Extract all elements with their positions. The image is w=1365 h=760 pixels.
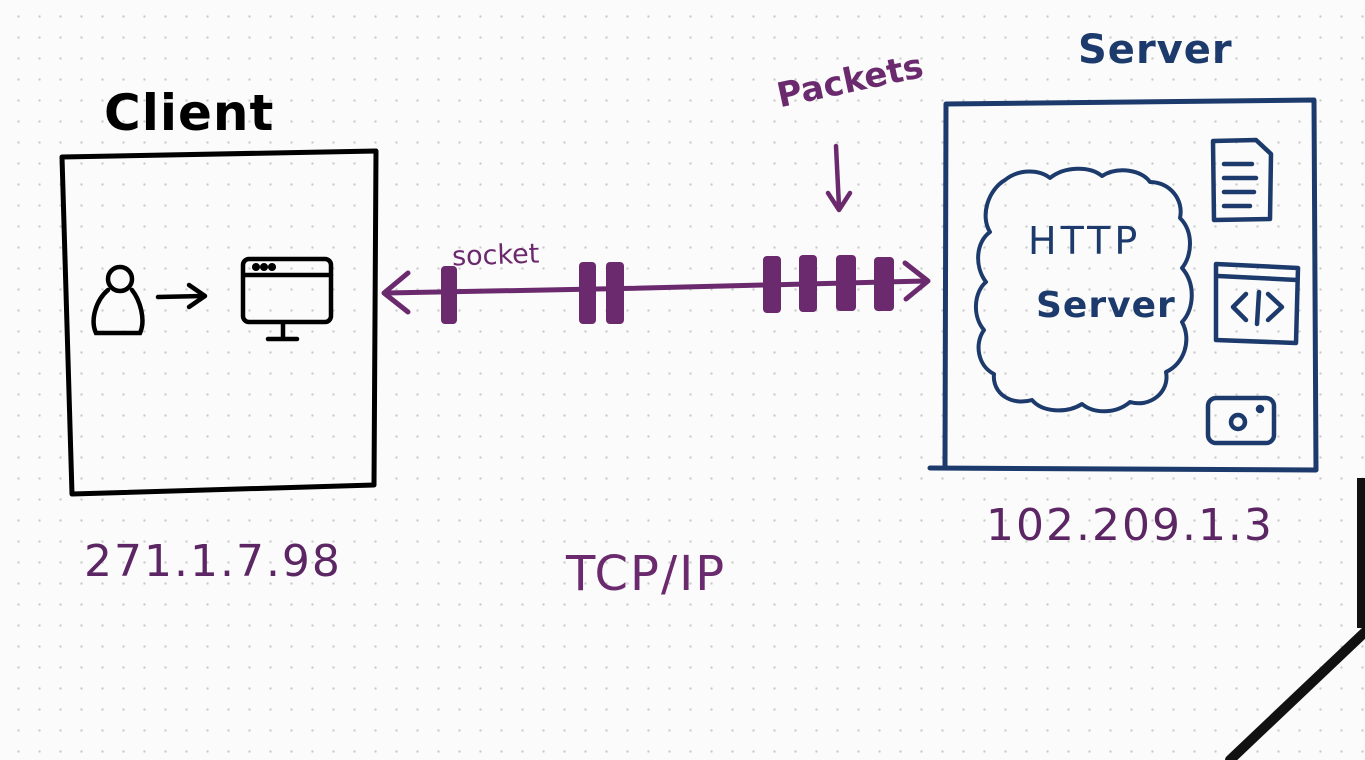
code-file-icon	[1213, 261, 1301, 346]
camera-icon	[1205, 395, 1277, 446]
http-server-cloud	[974, 166, 1194, 414]
arrow-right-icon	[155, 282, 208, 310]
user-icon	[91, 264, 145, 336]
client-ip: 271.1.7.98	[84, 536, 342, 587]
packet	[441, 266, 457, 324]
server-process-label: Server	[1036, 285, 1176, 326]
packets	[441, 255, 894, 324]
packet	[763, 256, 781, 313]
server-ip: 102.209.1.3	[986, 500, 1274, 551]
packet	[606, 262, 624, 324]
computer-icon	[240, 256, 334, 342]
socket-label: socket	[451, 238, 540, 273]
mic-stand	[1225, 478, 1365, 760]
client-title: Client	[104, 84, 275, 142]
packet	[799, 255, 817, 312]
server-box	[927, 97, 1319, 473]
arrow-down-icon	[825, 143, 853, 213]
http-label: HTTP	[1028, 219, 1142, 263]
packet	[874, 257, 894, 311]
client-box	[59, 148, 379, 497]
document-icon	[1210, 137, 1274, 223]
packet	[836, 255, 856, 311]
server-title: Server	[1078, 27, 1233, 73]
packet	[579, 262, 596, 324]
protocol-label: TCP/IP	[566, 546, 727, 602]
